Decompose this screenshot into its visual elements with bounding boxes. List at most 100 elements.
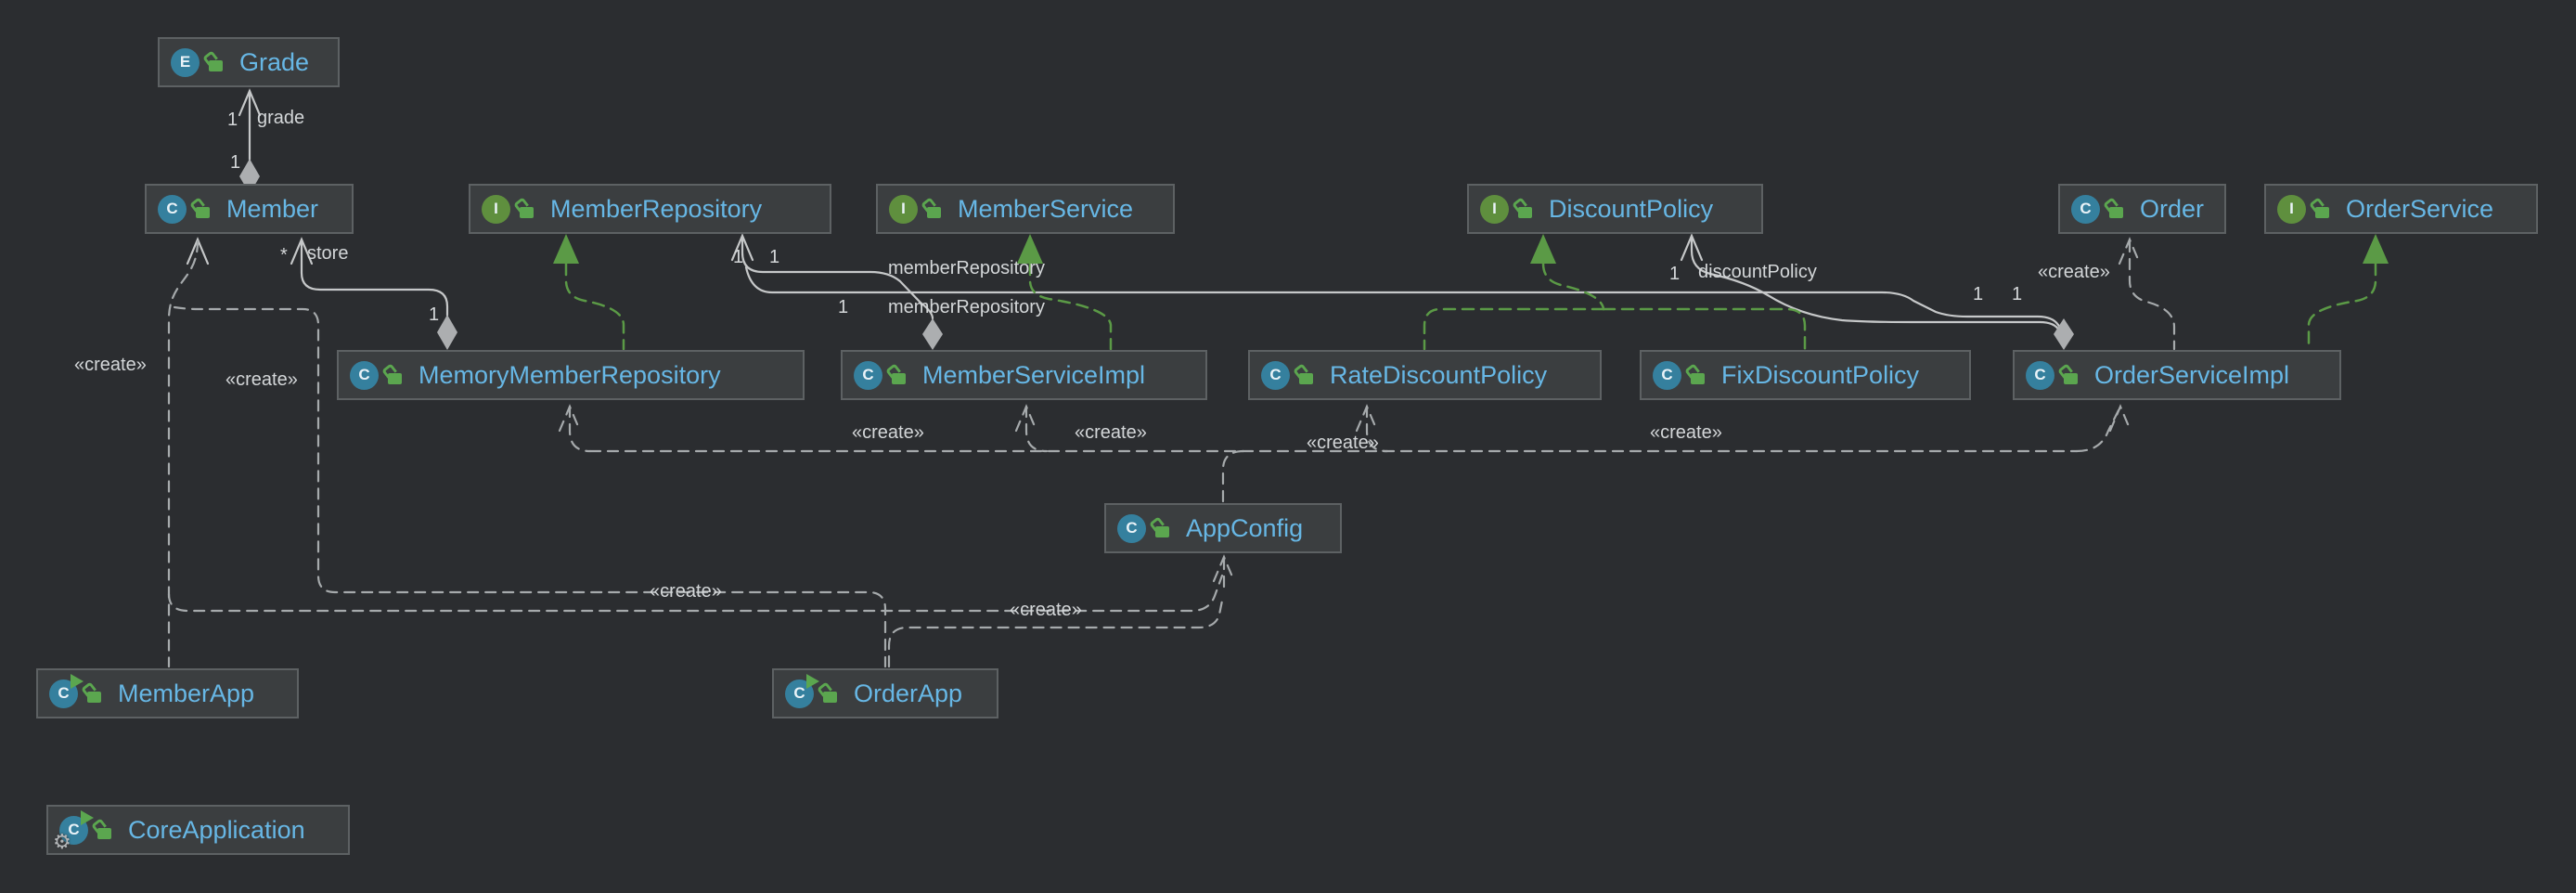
class-name-member-service: MemberService [958,194,1134,223]
edge-orderapp-appconfig [887,594,1225,668]
edge-label-osi-mult-2: 1 [2012,284,2023,304]
class-icon: C [2071,194,2100,224]
class-name-member-repository: MemberRepository [550,194,763,223]
class-icon: C [785,673,819,708]
class-node-fix-discount-policy[interactable]: C FixDiscountPolicy [1640,350,1971,400]
class-icon: C [2026,360,2054,390]
class-node-discount-policy[interactable]: I DiscountPolicy [1467,184,1763,234]
edge-label-grade-diamond-mult: 1 [230,152,241,173]
class-name-grade: Grade [239,47,310,76]
edge-orderapp-member [173,305,887,668]
edge-label-discount-policy-mult: 1 [1669,264,1681,284]
edge-label-memory-diamond-mult: 1 [429,304,440,325]
edge-label-store-name: store [307,243,349,264]
edge-label-member-repository-field-2: memberRepository [888,297,1045,317]
edge-osi-order [2128,239,2176,351]
edge-label-member-repository-field-1: memberRepository [888,258,1045,278]
class-name-rate-discount-policy: RateDiscountPolicy [1330,360,1548,389]
class-icon: C⚙ [53,809,94,851]
edge-label-create-order: «create» [2038,262,2110,282]
edge-label-create-appconfig-right: «create» [1010,600,1082,620]
public-lock-icon [1299,372,1313,384]
public-lock-icon [97,827,111,839]
edge-label-create-ratediscount: «create» [1307,433,1379,453]
public-lock-icon [1691,372,1705,384]
public-lock-icon [2315,206,2329,218]
class-name-member: Member [226,194,319,223]
arrow-member-create [186,237,210,265]
class-icon: C [1653,360,1681,390]
edge-fix-discountpolicy [1602,307,1807,351]
triangle-discountpolicy [1530,234,1556,264]
edge-memory-memberrepository [564,262,625,351]
arrow-grade [238,88,262,117]
arrow-discountpolicy [1680,233,1704,262]
create-edges [167,237,2176,668]
public-lock-icon [2064,372,2078,384]
edge-appconfig-stem [1221,449,1245,503]
interface-icon: I [2277,194,2306,224]
class-node-app-config[interactable]: C AppConfig [1104,503,1342,553]
edge-label-create-orderapp-member: «create» [225,369,298,390]
edge-label-discount-policy-field: discountPolicy [1698,262,1817,282]
class-node-member-app[interactable]: C MemberApp [36,668,299,718]
edge-label-member-repo-mult-1: 1 [733,247,744,267]
arrow-order-create [2118,237,2142,265]
run-overlay-icon [71,673,84,689]
edge-discount-junction [1541,262,1605,311]
enum-icon: E [171,47,200,77]
implements-edges [564,262,2377,351]
edge-msi-memberrepository [741,236,934,320]
class-node-order-service[interactable]: I OrderService [2264,184,2538,234]
edge-label-member-repo-mult-2: 1 [769,247,780,267]
edge-memory-member-store [300,238,449,317]
class-node-memory-member-repository[interactable]: C MemoryMemberRepository [337,350,805,400]
class-name-order-service-impl: OrderServiceImpl [2094,360,2290,389]
class-node-order-app[interactable]: C OrderApp [772,668,998,718]
edge-label-member-repo-mult-3: 1 [838,297,849,317]
class-node-member-service[interactable]: I MemberService [876,184,1175,234]
class-name-fix-discount-policy: FixDiscountPolicy [1721,360,1920,389]
class-node-order[interactable]: C Order [2058,184,2226,234]
triangle-orderservice [2363,234,2389,264]
class-icon: C [49,673,84,708]
interface-icon: I [1480,194,1509,224]
class-name-order: Order [2140,194,2205,223]
arrow-create-rate [1355,404,1379,433]
class-name-core-application: CoreApplication [128,815,305,844]
interface-icon: I [889,194,918,224]
edge-msi-memberservice [1028,262,1113,351]
class-node-member-repository[interactable]: I MemberRepository [469,184,831,234]
edge-label-store-mult: * [280,245,288,265]
diamond-osi [2054,318,2074,350]
class-node-grade[interactable]: E Grade [158,37,340,87]
public-lock-icon [823,691,837,703]
stub-create-memory [568,405,592,453]
public-lock-icon [2109,206,2123,218]
edge-osi-orderservice [2307,262,2377,351]
class-name-order-service: OrderService [2346,194,2494,223]
edge-label-create-appconfig-left: «create» [650,581,722,602]
class-node-member-service-impl[interactable]: C MemberServiceImpl [841,350,1207,400]
public-lock-icon [927,206,941,218]
run-overlay-icon [81,809,94,825]
edge-rate-discountpolicy [1423,307,1605,351]
stub-create-msi [1024,405,1049,453]
edge-label-create-memberserviceimpl: «create» [1075,422,1147,443]
edge-label-create-memberapp-member: «create» [74,355,147,375]
class-icon: C [1261,360,1290,390]
boot-gear-icon: ⚙ [53,829,71,853]
class-node-rate-discount-policy[interactable]: C RateDiscountPolicy [1248,350,1602,400]
class-icon: C [158,194,187,224]
class-name-app-config: AppConfig [1186,513,1304,542]
edge-label-create-memory: «create» [852,422,924,443]
class-node-order-service-impl[interactable]: C OrderServiceImpl [2013,350,2341,400]
interface-icon: I [482,194,510,224]
triangle-memberservice [1017,234,1043,264]
class-node-member[interactable]: C Member [145,184,354,234]
edge-label-create-orderserviceimpl: «create» [1650,422,1722,443]
diamond-memory-store [437,315,457,350]
class-node-core-application[interactable]: C⚙ CoreApplication [46,805,350,855]
